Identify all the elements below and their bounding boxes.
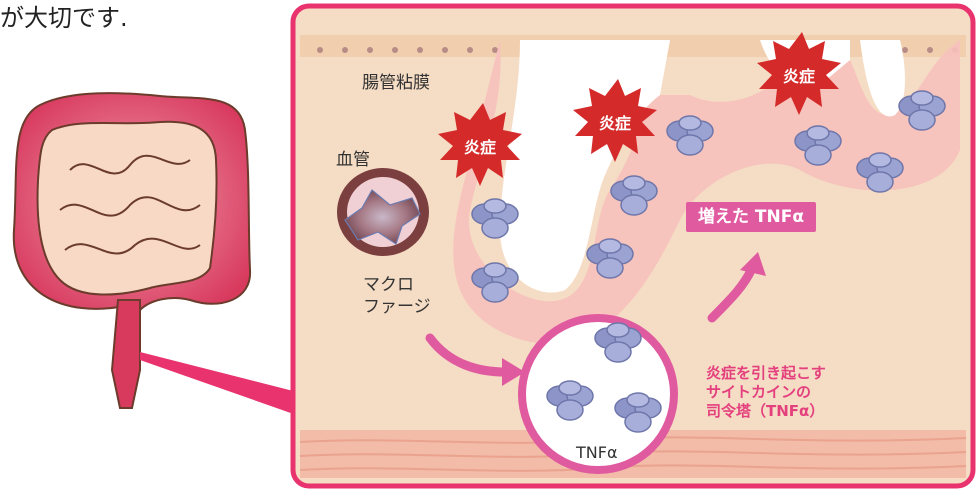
tnf-description-line1: 炎症を引き起こす xyxy=(706,364,826,383)
inflammation-label-1: 炎症 xyxy=(445,134,515,158)
vessel-label: 血管 xyxy=(336,145,370,170)
macrophage-label-line1: マクロ xyxy=(363,274,431,296)
tnf-description-line3: 司令塔（TNFα） xyxy=(706,402,826,421)
colon-illustration xyxy=(14,93,305,418)
tnf-description-line2: サイトカインの xyxy=(706,383,826,402)
macrophage-label-line2: ファージ xyxy=(363,296,431,318)
mucosa-label: 腸管粘膜 xyxy=(362,68,430,93)
increased-tnf-badge: 増えた TNFα xyxy=(686,202,816,232)
caption-top: が大切です. xyxy=(0,0,128,33)
tnf-description: 炎症を引き起こす サイトカインの 司令塔（TNFα） xyxy=(706,364,826,421)
tnf-label: TNFα xyxy=(576,443,618,462)
inflammation-label-2: 炎症 xyxy=(580,110,650,134)
macrophage-label: マクロ ファージ xyxy=(363,274,431,318)
inflammation-label-3: 炎症 xyxy=(764,63,834,87)
